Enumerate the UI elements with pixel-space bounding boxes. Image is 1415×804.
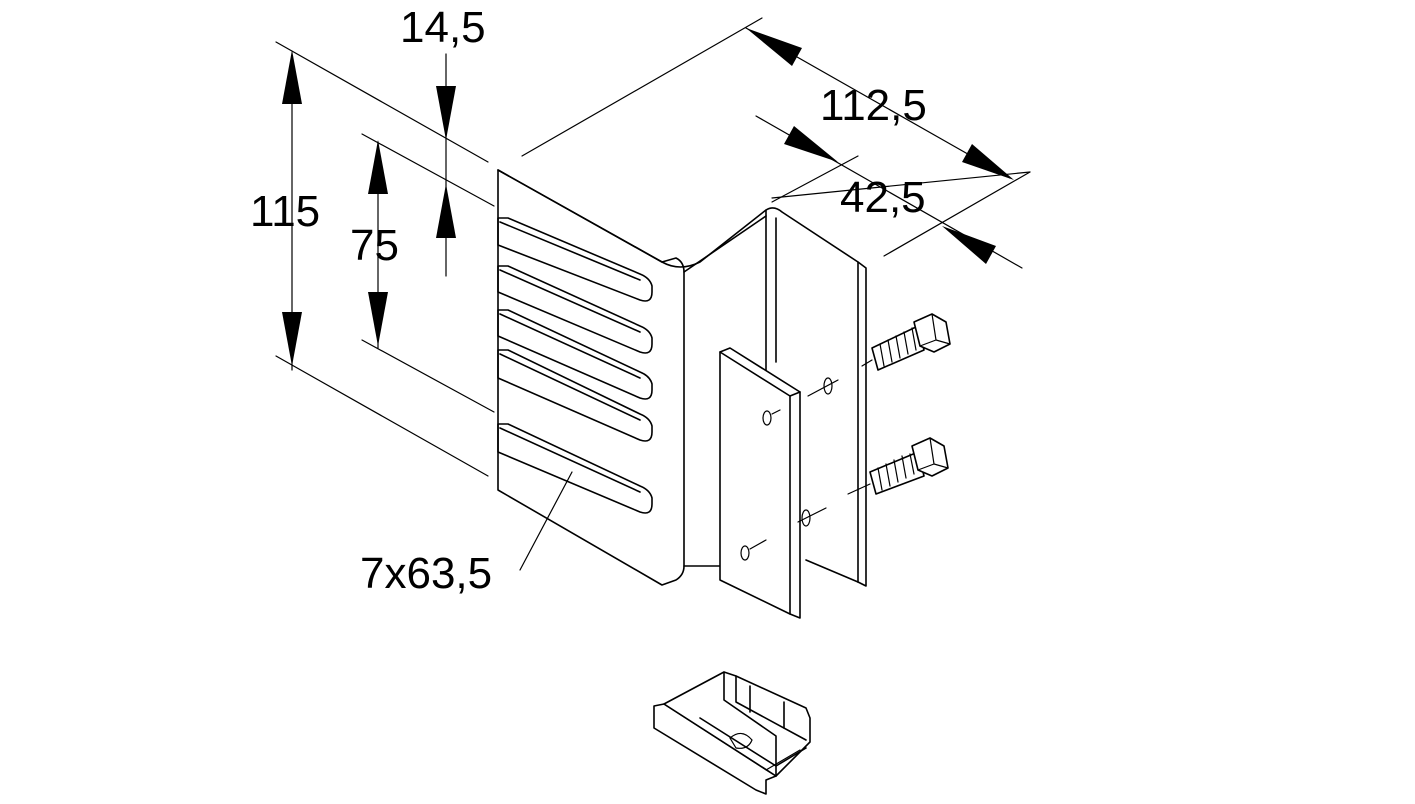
slot-5	[497, 423, 653, 514]
dim-42-5-arrow-right	[942, 226, 996, 264]
dim-115-arrow-top	[282, 50, 302, 104]
slot-3	[497, 309, 653, 400]
slot-1	[497, 217, 653, 302]
dim-14-5-arrow-bottom	[436, 184, 456, 238]
slot-2	[497, 265, 653, 354]
flange-holes	[797, 377, 839, 527]
dim-label-42-5: 42,5	[840, 173, 926, 222]
bolt-lower	[847, 437, 949, 495]
bolt-upper	[861, 313, 951, 371]
plate-hole-lower	[740, 545, 750, 561]
slot-4	[497, 349, 653, 442]
slots-leader	[519, 471, 573, 571]
bracket-body	[497, 169, 867, 587]
dim-112-5-arrow-right	[962, 144, 1014, 180]
dim-42-5-arrow-left	[784, 126, 838, 162]
dim-label-115: 115	[250, 187, 320, 236]
clamp-plate	[719, 347, 801, 619]
slot-row	[497, 217, 653, 514]
plate-hole-upper	[762, 410, 772, 426]
dim-115-arrow-bottom	[282, 312, 302, 366]
dim-label-slots: 7x63,5	[360, 549, 492, 598]
dim-14-5-arrow-top	[436, 86, 456, 140]
dim-112-5-arrow-left	[746, 28, 802, 66]
dim-75-arrow-bottom	[368, 292, 388, 346]
dimension-lines	[275, 17, 1031, 571]
dim-label-112-5: 112,5	[820, 81, 927, 130]
dim-label-75: 75	[350, 221, 399, 270]
dim-label-14-5: 14,5	[400, 3, 486, 52]
clip-part	[653, 671, 811, 795]
dim-75-arrow-top	[368, 140, 388, 194]
